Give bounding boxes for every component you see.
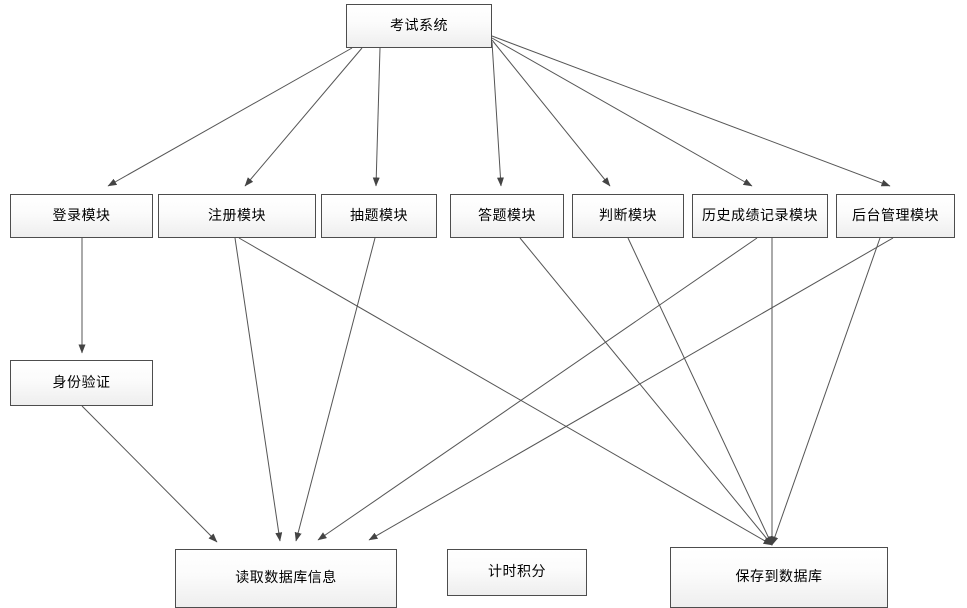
edge-root-to-answer <box>491 41 504 187</box>
edge-auth-to-readdb <box>81 405 218 543</box>
node-label: 判断模块 <box>599 207 657 224</box>
node-admin[interactable]: 后台管理模块 <box>836 194 955 238</box>
node-label: 保存到数据库 <box>735 569 823 586</box>
edge-root-to-login <box>107 47 353 187</box>
edge-root-to-register <box>244 47 363 187</box>
edge-answer-to-savedb <box>519 237 773 546</box>
node-label: 历史成绩记录模块 <box>702 207 818 224</box>
edge-root-to-history <box>491 37 753 187</box>
node-auth[interactable]: 身份验证 <box>10 360 153 406</box>
edge-admin-to-savedb <box>771 237 881 546</box>
edge-root-to-judge <box>491 39 611 187</box>
node-timer[interactable]: 计时积分 <box>447 549 587 596</box>
node-label: 抽题模块 <box>350 207 408 224</box>
node-savedb[interactable]: 保存到数据库 <box>670 547 888 608</box>
edge-draw-to-readdb <box>294 237 376 542</box>
node-login[interactable]: 登录模块 <box>10 194 153 238</box>
node-answer[interactable]: 答题模块 <box>450 194 564 238</box>
edge-judge-to-savedb <box>627 237 773 546</box>
node-readdb[interactable]: 读取数据库信息 <box>175 549 397 608</box>
edge-history-to-readdb <box>317 237 758 541</box>
edge-admin-to-readdb <box>368 237 894 541</box>
edges-group <box>78 35 894 546</box>
node-label: 登录模块 <box>52 207 111 224</box>
node-history[interactable]: 历史成绩记录模块 <box>692 194 828 238</box>
node-root[interactable]: 考试系统 <box>346 4 492 48</box>
node-judge[interactable]: 判断模块 <box>572 194 684 238</box>
edge-register-to-readdb <box>234 237 283 542</box>
node-label: 注册模块 <box>208 207 266 224</box>
node-label: 后台管理模块 <box>852 207 939 224</box>
node-label: 读取数据库信息 <box>235 570 337 587</box>
node-label: 考试系统 <box>390 17 448 34</box>
node-label: 答题模块 <box>478 207 536 224</box>
node-draw[interactable]: 抽题模块 <box>321 194 437 238</box>
node-label: 身份验证 <box>52 374 111 391</box>
edge-register-to-savedb <box>238 237 773 546</box>
node-register[interactable]: 注册模块 <box>158 194 316 238</box>
node-label: 计时积分 <box>488 564 546 581</box>
edge-root-to-admin <box>491 35 891 187</box>
edge-root-to-draw <box>372 47 381 187</box>
